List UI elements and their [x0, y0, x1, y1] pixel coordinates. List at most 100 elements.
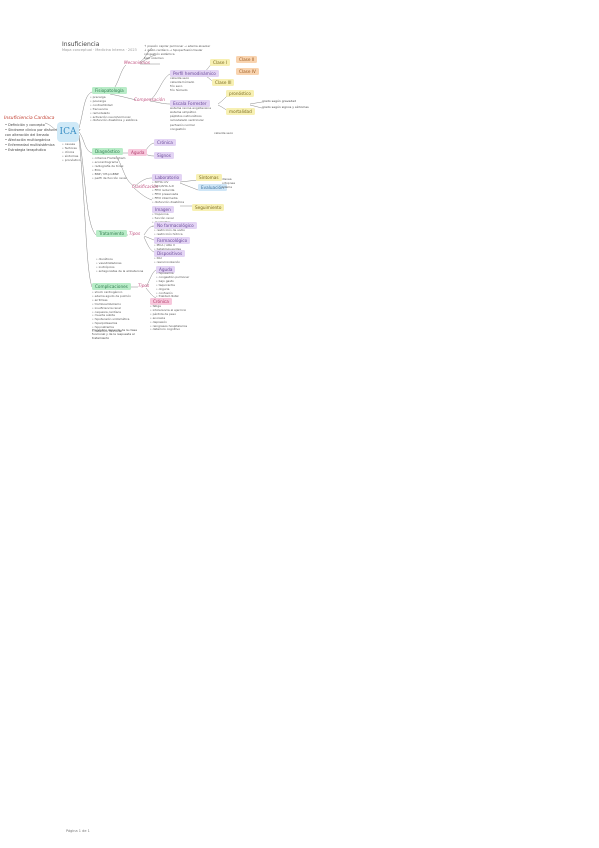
sidebar-item: • Enfermedad multisistémica — [5, 143, 55, 147]
note-line: bajo volumen — [144, 55, 164, 60]
branch-1-sub3-profile: caliente seco — [214, 131, 233, 136]
branch-2-tag-a: Aguda — [128, 149, 148, 156]
branch-1-tag-f: mortalidad — [226, 108, 255, 115]
note-line: • DAI — [154, 256, 162, 260]
note-line: • disfunción diastólica — [152, 199, 185, 204]
note-line: • poscarga — [90, 98, 106, 103]
branch-2-tag-b: Crónica — [154, 139, 176, 146]
note-line: • intolerancia al ejercicio — [150, 307, 187, 312]
note-line: • electrolitos — [152, 219, 171, 224]
note-line: • congestión pulmonar — [156, 274, 190, 279]
note-line: • taquicardia — [156, 282, 175, 287]
branch-1-sub4-notes: sistema renina angiotensina sistema simp… — [170, 106, 211, 123]
note-line: sistema renina angiotensina — [170, 106, 211, 110]
note-line: • FEVI preservada — [152, 191, 179, 196]
note-line: • pérdida de peso — [150, 311, 176, 316]
note-line: péptidos natriuréticos — [170, 113, 202, 118]
note-line: congestión — [170, 126, 186, 131]
branch-2-sub3-notes: • NYHA I-IV • ACC/AHA A-D • FEVI reducid… — [152, 180, 185, 204]
branch-2-tag-d: Síntomas — [196, 174, 222, 181]
branch-1-sub4-lines: perfusión normal congestión — [170, 123, 195, 132]
branch-3-sub3-notes: • DAI • resincronización — [154, 256, 180, 265]
note-line: • síntomas — [62, 154, 79, 158]
note-line: • disfunción diastólica y sistólica — [90, 118, 138, 123]
note-line: • perfil de función renal — [92, 175, 127, 180]
note-line: frío húmedo — [170, 87, 188, 92]
branch-1-sub3-notes: caliente seco caliente húmedo frío seco … — [170, 76, 194, 93]
branch-1-sub1-node: Mecanismos — [124, 60, 150, 65]
note-line: • hiponatremia — [92, 325, 114, 330]
branch-3-sub2-node: Farmacológico — [154, 237, 191, 244]
note-line: • troponina — [152, 212, 169, 216]
note-line: • criterios Framingham — [92, 156, 126, 160]
sidebar-item: con alteración del llenado — [5, 133, 49, 137]
note-line: • restricción de sodio — [154, 228, 185, 232]
branch-1-tag-d: Clase IV — [236, 68, 259, 75]
branch-2-sub3-node: Clasificación — [132, 184, 159, 189]
note-line: • causas — [62, 142, 76, 146]
central-node-notes: • causas • factores • clínica • síntomas… — [62, 142, 86, 162]
branch-3-sub2-notes: • IECA / ARA II • betabloqueantes — [154, 243, 182, 252]
branch-1-tag-b: Clase II — [236, 56, 258, 63]
branch-2-sub1-node: Laboratorio — [152, 174, 183, 181]
note-line: • FEVI intermedia — [152, 195, 178, 200]
note-line: • ecocardiograma — [92, 159, 119, 164]
note-line: sistema simpático — [170, 109, 197, 114]
branch-4-node: Complicaciones — [92, 283, 131, 290]
note-line: • caquexia cardíaca — [92, 309, 121, 314]
note-line: ↑ presión capilar pulmonar → edema alveo… — [144, 44, 211, 48]
sidebar-title: Insuficiencia Cardíaca — [4, 116, 55, 121]
note-line: • IECA / ARA II — [154, 243, 175, 247]
note-line: • deterioro cognitivo — [150, 327, 180, 332]
note-line: • bajo gasto — [156, 278, 174, 283]
note-line: • activación neurohormonal — [90, 114, 131, 119]
branch-2-tag-f: Seguimiento — [192, 204, 225, 211]
note-line: • betabloqueantes — [154, 246, 182, 251]
branch-1-node: Fisiopatología — [92, 87, 127, 94]
note-line: • edema agudo de pulmón — [92, 293, 131, 298]
note-line: congestión sistémica — [144, 51, 175, 56]
note-line: caliente seco — [170, 76, 190, 80]
branch-2-tag-e: Evaluación — [198, 184, 227, 191]
branch-4-sub1-node: Aguda — [156, 266, 176, 273]
branch-4-notes: • shock cardiogénico • edema agudo de pu… — [92, 290, 131, 334]
page-subtitle: Mapa conceptual · Medicina Interna · 202… — [62, 48, 137, 52]
page-title: Insuficiencia — [62, 41, 100, 48]
note-line: • tromboembolismo — [92, 301, 121, 306]
branch-4-sub2-node: Crónica — [150, 298, 172, 305]
branch-3-sub1-notes: • restricción de sodio • restricción híd… — [154, 228, 185, 237]
note-line: • oliguria — [156, 286, 170, 291]
sidebar-item: • Definición y concepto — [5, 123, 45, 127]
note-line: • depresión — [150, 319, 167, 324]
branch-3-sub1-node: No farmacológico — [154, 222, 197, 229]
branch-4-sub2-notes: • fatiga • intolerancia al ejercicio • p… — [150, 304, 187, 332]
branch-1-right-1: grado según gravedad — [262, 99, 296, 103]
note-line: • precarga — [90, 95, 106, 99]
note-line: • inotrópicos — [96, 264, 115, 269]
note-line: • hipotensión sintomática — [92, 317, 130, 322]
branch-2-right-notes: disnea ortopnea edema — [222, 177, 236, 190]
note-line: perfusión normal — [170, 123, 195, 127]
branch-1-tag-a: Clase I — [210, 59, 230, 66]
note-line: remodelado ventricular — [170, 117, 204, 122]
sidebar-item: • Síndrome clínico por disfunción ventri… — [5, 128, 81, 132]
note-line: • insuficiencia renal — [92, 305, 121, 310]
note-line: • FEVI reducida — [152, 187, 175, 192]
note-line: • NYHA I-IV — [152, 180, 169, 184]
note-line: • diuréticos — [96, 257, 113, 261]
note-line: ortopnea — [222, 180, 236, 185]
sidebar-item: • Estrategia terapéutica — [5, 148, 46, 152]
branch-3-node: Tratamiento — [96, 230, 128, 237]
note-line: frío seco — [170, 83, 183, 88]
note-line: • hiperpotasemia — [92, 321, 118, 326]
note-line: • muerte súbita — [92, 313, 115, 318]
branch-3-mid-node: Tipos — [129, 231, 141, 236]
branch-1-sub3-node: Perfil hemodinámico — [170, 70, 219, 77]
branch-1-tag-c: Clase III — [212, 79, 235, 86]
note-line: • restricción hídrica — [154, 231, 183, 236]
branch-1-sub1-notes: ↑ presión capilar pulmonar → edema alveo… — [144, 44, 211, 61]
branch-1-sub4-node: Escala Forrester — [170, 100, 210, 107]
branch-3-notes: • diuréticos • vasodilatadores • inotróp… — [96, 257, 143, 274]
